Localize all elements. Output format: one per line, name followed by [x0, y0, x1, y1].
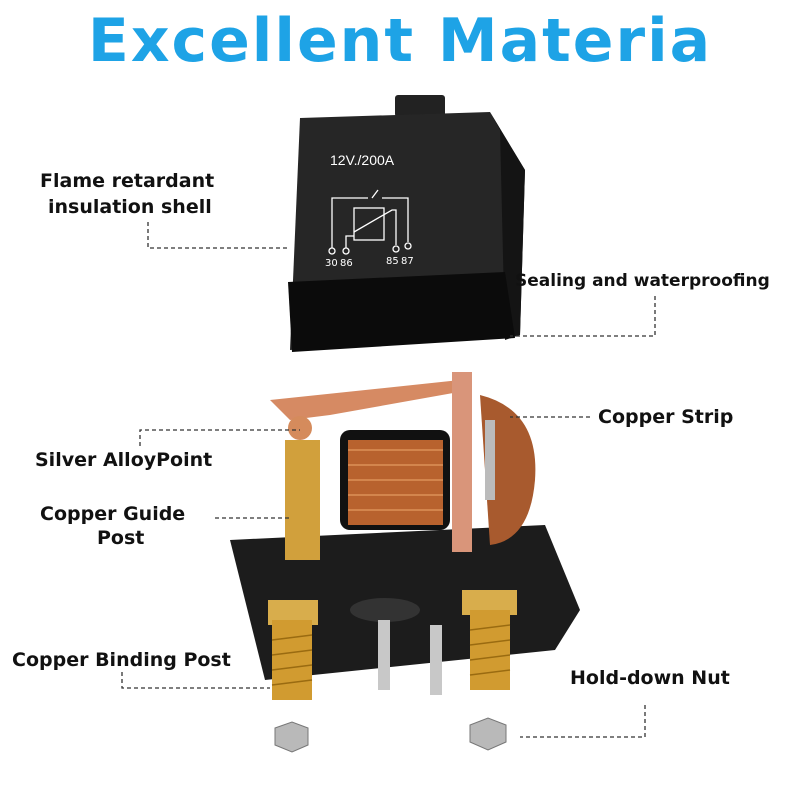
rating-text: 12V./200A [330, 152, 395, 168]
label-hold-down-nut: Hold-down Nut [570, 667, 730, 689]
label-copper-binding-post: Copper Binding Post [12, 649, 231, 671]
label-flame-retardant-line2: insulation shell [48, 196, 212, 218]
label-sealing: Sealing and waterproofing [515, 271, 770, 291]
label-flame-retardant-line1: Flame retardant [40, 170, 215, 192]
thread-lines [271, 624, 511, 686]
pin-30: 30 [325, 258, 338, 269]
pin-86: 86 [340, 258, 353, 269]
leader-lines [121, 222, 656, 738]
pin-85: 85 [386, 256, 399, 267]
insulation-shell: 12V./200A 30 86 85 87 [288, 95, 525, 352]
relay-schematic-icon [328, 189, 412, 255]
label-copper-strip: Copper Strip [598, 406, 734, 428]
label-copper-guide-line1: Copper Guide [40, 503, 186, 525]
label-silver-alloy-point: Silver AlloyPoint [35, 449, 213, 471]
relay-internals [230, 372, 580, 753]
label-copper-guide-line2: Post [97, 527, 145, 549]
hex-nut-left [274, 721, 309, 753]
pin-87: 87 [401, 256, 414, 267]
hex-nut-right [469, 717, 507, 751]
page-title: Excellent Materia [87, 6, 713, 76]
